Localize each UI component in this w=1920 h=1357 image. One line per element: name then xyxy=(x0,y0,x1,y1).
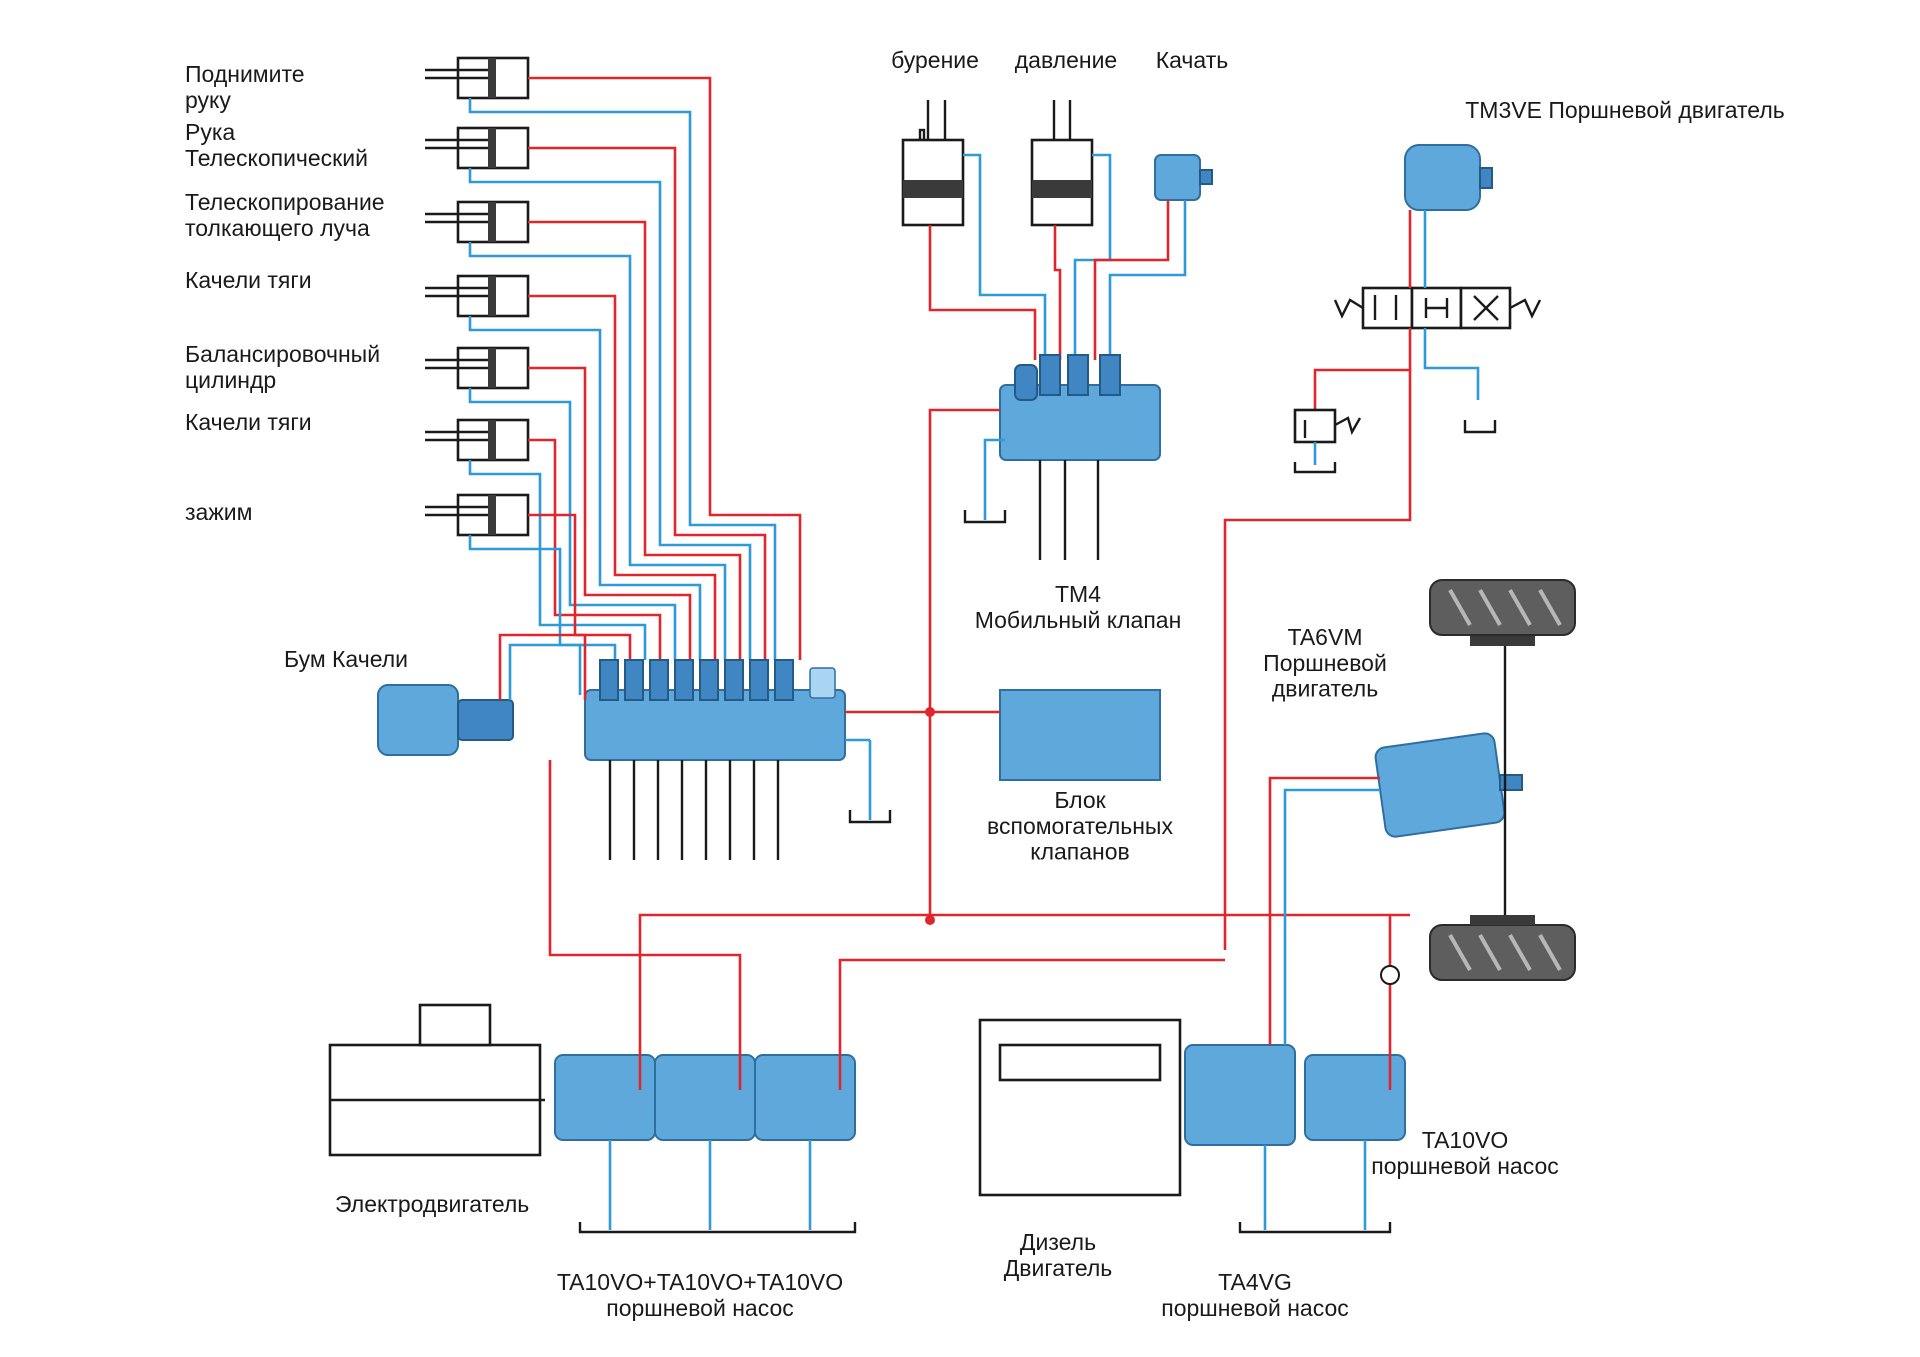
relief-valve-symbol xyxy=(1293,408,1362,474)
right-pump-hoses xyxy=(1238,776,1400,1234)
label-pressure: давление xyxy=(1015,47,1117,73)
label-cyl-clamp: зажим xyxy=(185,499,252,525)
cylinder-pull-swing-2 xyxy=(425,418,530,462)
cylinder-push-beam xyxy=(425,200,530,244)
cylinder-group xyxy=(425,56,530,537)
label-line: Качели тяги xyxy=(185,267,312,293)
label-line: TA4VG xyxy=(1218,1269,1292,1295)
label-line: Мобильный клапан xyxy=(975,607,1182,633)
tm4-hoses xyxy=(928,153,1187,360)
label-line: поршневой насос xyxy=(606,1295,794,1321)
boom-swing-motor xyxy=(377,633,587,756)
label-line: клапанов xyxy=(1030,839,1130,865)
label-line: Телескопирование xyxy=(185,189,385,215)
label-line: Двигатель xyxy=(1004,1255,1113,1281)
cylinder-hoses xyxy=(468,76,802,660)
label-line: двигатель xyxy=(1272,676,1378,702)
label-line: TA10VO xyxy=(1422,1127,1509,1153)
ta10vo-pump xyxy=(1304,1054,1406,1141)
label-line: Поднимите xyxy=(185,61,305,87)
triple-pump-hoses xyxy=(548,760,1410,1234)
main-control-valve xyxy=(584,659,892,860)
ta6vm-motor xyxy=(1374,732,1523,838)
label-boom-swing: Бум Качели xyxy=(284,646,408,672)
aux-block-hoses xyxy=(845,408,1000,925)
tm4-mobile-valve xyxy=(963,354,1161,560)
cylinder-lift-arm xyxy=(425,56,530,100)
wheel-upper xyxy=(1429,579,1576,646)
label-line: Телескопический xyxy=(185,145,368,171)
wheel-lower xyxy=(1429,915,1576,981)
label-drilling: бурение xyxy=(891,47,979,73)
label-cyl-pull-swing-1: Качели тяги xyxy=(185,267,312,293)
electric-motor xyxy=(328,1003,545,1157)
label-line: поршневой насос xyxy=(1161,1295,1349,1321)
label-line: зажим xyxy=(185,499,252,525)
label-electric-motor: Электродвигатель xyxy=(335,1191,529,1217)
cylinder-balance xyxy=(425,346,530,390)
label-line: TA6VM xyxy=(1288,624,1363,650)
label-line: Бум Качели xyxy=(284,646,408,672)
diesel-engine xyxy=(978,1018,1182,1197)
label-cyl-pull-swing-2: Качели тяги xyxy=(185,409,312,435)
label-line: Поршневой xyxy=(1263,650,1387,676)
label-line: толкающего луча xyxy=(185,215,370,241)
ta4vg-pump xyxy=(1184,1044,1296,1146)
label-line: поршневой насос xyxy=(1371,1153,1559,1179)
aux-valve-block xyxy=(999,689,1161,781)
tm3ve-hoses xyxy=(1223,210,1497,950)
label-line: Рука xyxy=(185,119,235,145)
label-line: Блок xyxy=(1054,787,1106,813)
label-line: Балансировочный xyxy=(185,341,380,367)
cylinder-pull-swing-1 xyxy=(425,274,530,318)
label-line: Качели тяги xyxy=(185,409,312,435)
label-line: вспомогательных xyxy=(987,813,1173,839)
drill-cylinder xyxy=(901,100,965,227)
label-swing: Качать xyxy=(1156,47,1228,73)
label-line: Дизель xyxy=(1020,1229,1096,1255)
cylinder-arm-telescopic xyxy=(425,126,530,170)
tm3ve-motor xyxy=(1404,144,1493,211)
label-line: цилиндр xyxy=(185,367,276,393)
label-line: TM4 xyxy=(1055,581,1101,607)
cylinder-clamp xyxy=(425,493,530,537)
label-line: руку xyxy=(185,87,231,113)
label-line: TA10VO+TA10VO+TA10VO xyxy=(557,1269,843,1295)
triple-pump xyxy=(554,1054,856,1141)
pressure-cylinder xyxy=(1030,100,1094,227)
swing-motor xyxy=(1154,154,1213,201)
label-tm3ve: TM3VE Поршневой двигатель xyxy=(1465,97,1785,123)
directional-valve-symbol xyxy=(1333,286,1542,330)
